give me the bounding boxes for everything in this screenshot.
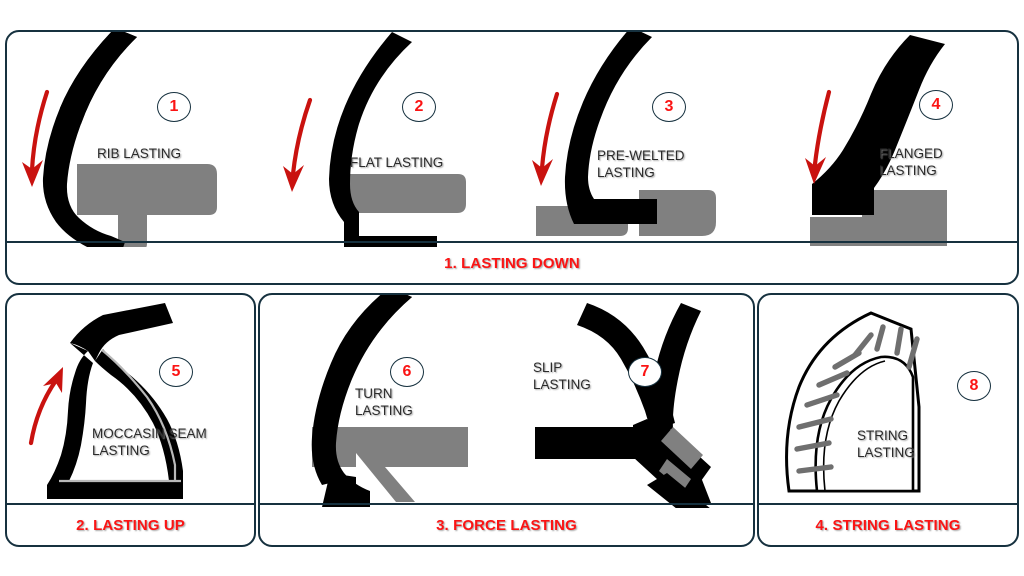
item-caption-3: PRE-WELTED LASTING	[597, 148, 685, 180]
string-lasting-illustration	[785, 311, 921, 493]
group4-footer: 4. STRING LASTING	[759, 503, 1017, 545]
item-number-7: 7	[640, 363, 650, 380]
sole-arm	[535, 427, 657, 459]
up-arrow	[28, 376, 60, 446]
flanged-lasting-illustration	[805, 35, 947, 246]
insole-rib-shape	[77, 164, 217, 247]
down-arrow-head	[805, 157, 826, 184]
upper-material-highlight	[60, 32, 137, 124]
group-label-lasting-up: 2. LASTING UP	[76, 516, 185, 534]
group-label-lasting-down: 1. LASTING DOWN	[444, 254, 580, 272]
item-number-badge-2: 2	[402, 92, 436, 122]
item-number-badge-6: 6	[390, 357, 424, 387]
group3-footer: 3. FORCE LASTING	[260, 503, 753, 545]
item-number-8: 8	[969, 377, 979, 394]
insole-flat-shape	[347, 174, 466, 213]
item-caption-8: STRING LASTING	[857, 428, 915, 460]
moccasin-seam-lasting-illustration	[28, 303, 183, 499]
group2-footer: 2. LASTING UP	[7, 503, 254, 545]
insole-block-right	[639, 190, 716, 236]
item-number-badge-7: 7	[628, 357, 662, 387]
item-rib-lasting: 1 RIB LASTING	[7, 32, 262, 247]
item-moccasin-seam-lasting: 5 MOCCASIN SEAM LASTING	[7, 295, 254, 508]
item-number-badge-4: 4	[919, 90, 953, 120]
item-number-2: 2	[414, 98, 424, 115]
item-caption-2: FLAT LASTING	[350, 155, 444, 170]
band-stripe-lower	[659, 459, 691, 491]
upper-material-shape	[329, 32, 437, 247]
moccasin-seam-line	[101, 349, 177, 481]
item-flanged-lasting: 4 FLANGED LASTING	[767, 32, 1017, 247]
item-caption-1: RIB LASTING	[97, 146, 182, 161]
flat-lasting-illustration	[283, 32, 466, 247]
group-panel-force-lasting: 6 TURN LASTING 7 SLIP LASTING	[258, 293, 755, 547]
down-arrow-head	[22, 160, 43, 187]
slip-lasting-illustration	[535, 303, 711, 508]
group-panel-lasting-down: 1 RIB LASTING 2 FLAT LASTING	[5, 30, 1019, 285]
upper-material-shape	[812, 35, 945, 215]
item-number-badge-1: 1	[157, 92, 191, 122]
item-caption-5: MOCCASIN SEAM LASTING	[92, 426, 207, 458]
inner-last-outline	[814, 355, 915, 493]
down-arrow	[29, 89, 50, 173]
down-arrow	[812, 89, 832, 167]
turn-lasting-illustration	[311, 295, 468, 507]
item-caption-4: FLANGED LASTING	[879, 146, 943, 178]
item-caption-7: SLIP LASTING	[533, 360, 591, 392]
band-wrap	[643, 425, 711, 495]
down-arrow-head	[532, 159, 553, 186]
rib-lasting-illustration	[22, 32, 217, 247]
upper-material-body	[311, 295, 412, 485]
item-number-1: 1	[169, 98, 179, 115]
item-caption-6: TURN LASTING	[355, 386, 413, 418]
item-flat-lasting: 2 FLAT LASTING	[262, 32, 512, 247]
group-panel-lasting-up: 5 MOCCASIN SEAM LASTING 2. LASTING UP	[5, 293, 256, 547]
item-number-6: 6	[402, 363, 412, 380]
upper-material-shape	[42, 32, 137, 247]
item-turn-lasting: 6 TURN LASTING	[260, 295, 515, 508]
group4-illustrations: 8 STRING LASTING	[759, 295, 1017, 508]
pre-welted-lasting-illustration	[532, 32, 716, 236]
group1-footer: 1. LASTING DOWN	[7, 241, 1017, 283]
group2-illustrations: 5 MOCCASIN SEAM LASTING	[7, 295, 254, 508]
inner-seam-line	[822, 360, 886, 492]
item-pre-welted-lasting: 3 PRE-WELTED LASTING	[512, 32, 767, 247]
group1-illustrations: 1 RIB LASTING 2 FLAT LASTING	[7, 32, 1017, 247]
insole-lower-layer	[810, 217, 947, 246]
item-number-badge-5: 5	[159, 357, 193, 387]
string-tufts	[794, 324, 920, 474]
item-number-3: 3	[664, 98, 674, 115]
item-slip-lasting: 7 SLIP LASTING	[515, 295, 753, 508]
insole-upper-layer	[862, 190, 947, 217]
down-arrow	[539, 91, 560, 171]
bottom-tail	[647, 473, 710, 508]
insole-turn-shape	[312, 427, 468, 502]
upper-right-arm	[648, 303, 701, 435]
band-stripe-upper	[661, 427, 703, 469]
item-number-4: 4	[931, 96, 941, 113]
group3-illustrations: 6 TURN LASTING 7 SLIP LASTING	[260, 295, 753, 508]
item-number-badge-8: 8	[957, 371, 991, 401]
item-string-lasting: 8 STRING LASTING	[759, 295, 1017, 508]
moccasin-body-outline	[47, 343, 183, 499]
down-arrow-head	[283, 165, 304, 192]
moccasin-upper-shape	[70, 303, 183, 481]
upper-material-shape	[564, 32, 657, 224]
group-label-string-lasting: 4. STRING LASTING	[815, 516, 961, 534]
up-arrow-head	[43, 367, 63, 393]
item-number-badge-3: 3	[652, 92, 686, 122]
group-label-force-lasting: 3. FORCE LASTING	[436, 516, 577, 534]
down-arrow	[290, 97, 313, 177]
group-panel-string-lasting: 8 STRING LASTING 4. STRING LASTING	[757, 293, 1019, 547]
item-number-5: 5	[171, 363, 181, 380]
